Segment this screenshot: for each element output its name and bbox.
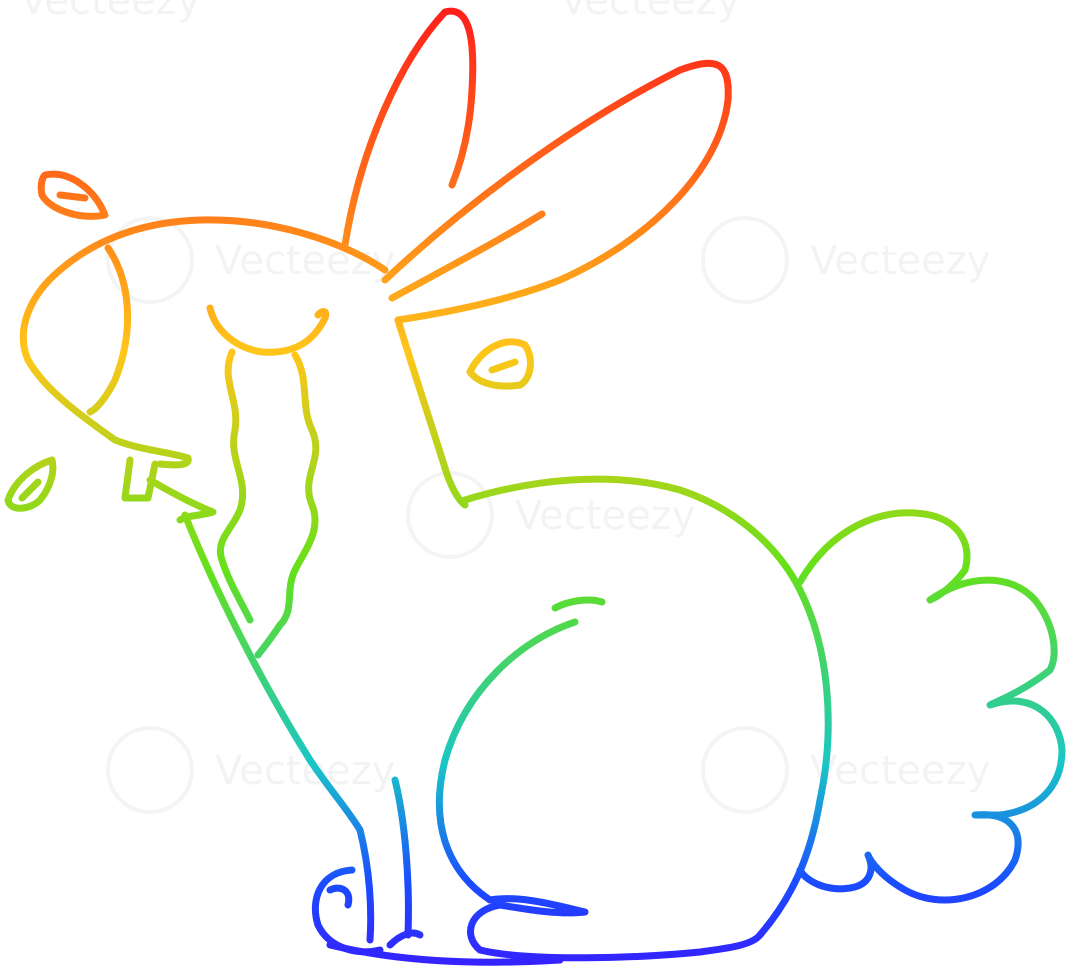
watermark-layer: Vecteezy Vecteezy Vecteezy Vecteezy Vect…	[20, 0, 990, 814]
watermark-logo-icon	[701, 216, 789, 304]
watermark-mark: Vecteezy	[701, 216, 990, 304]
watermark-logo-icon	[701, 726, 789, 814]
watermark-text: Vecteezy	[810, 748, 990, 794]
sweat-drop-top-left	[37, 170, 109, 220]
rabbit-base	[326, 941, 564, 966]
sweat-drop-top-left-inner	[56, 191, 89, 202]
sweat-drop-right	[466, 338, 534, 390]
watermark-logo-icon	[106, 216, 194, 304]
rabbit-haunch	[435, 618, 579, 904]
rabbit-back-ear	[341, 7, 477, 249]
watermark-text: Vecteezy	[515, 493, 695, 539]
rabbit-chest	[181, 511, 364, 834]
watermark-text: Vecteezy	[810, 238, 990, 284]
watermark-text: Vecteezy	[560, 0, 740, 24]
sweat-drop-left-inner	[18, 478, 42, 502]
rabbit-mouth	[111, 436, 192, 469]
rabbit-rear	[756, 586, 832, 939]
rabbit-front-paw-back	[386, 929, 424, 949]
rabbit-snout-line	[86, 244, 132, 416]
watermark-mark: Vecteezy	[106, 726, 395, 814]
rabbit-back	[461, 475, 804, 594]
watermark-mark: Vecteezy	[106, 216, 395, 304]
rabbit-tail	[796, 509, 1066, 904]
rabbit-line-art	[4, 7, 1066, 966]
rabbit-closed-eye	[206, 304, 330, 356]
rabbit-head-outline	[19, 216, 389, 444]
rabbit-chin	[146, 476, 217, 524]
rabbit-haunch-mark	[551, 596, 606, 612]
rabbit-tear-left	[216, 348, 254, 624]
rabbit-front-leg-front	[356, 826, 375, 944]
watermark-mark: Vecteezy	[701, 726, 990, 814]
rabbit-tear-right	[254, 351, 320, 659]
rabbit-hind-foot	[467, 895, 764, 962]
rabbit-ear-crease	[388, 210, 546, 302]
watermark-mark: Vecteezy	[406, 471, 695, 559]
rabbit-front-ear	[381, 59, 732, 324]
watermark-logo-icon	[106, 726, 194, 814]
rabbit-neck	[394, 316, 469, 509]
rabbit-paw-toe	[326, 884, 353, 909]
sweat-drop-left	[4, 456, 57, 512]
watermark-mark: Vecteezy Vecteezy	[20, 0, 740, 24]
watermark-text: Vecteezy	[20, 0, 200, 24]
rabbit-front-leg-back	[391, 776, 412, 939]
sweat-drop-right-inner	[488, 358, 519, 374]
